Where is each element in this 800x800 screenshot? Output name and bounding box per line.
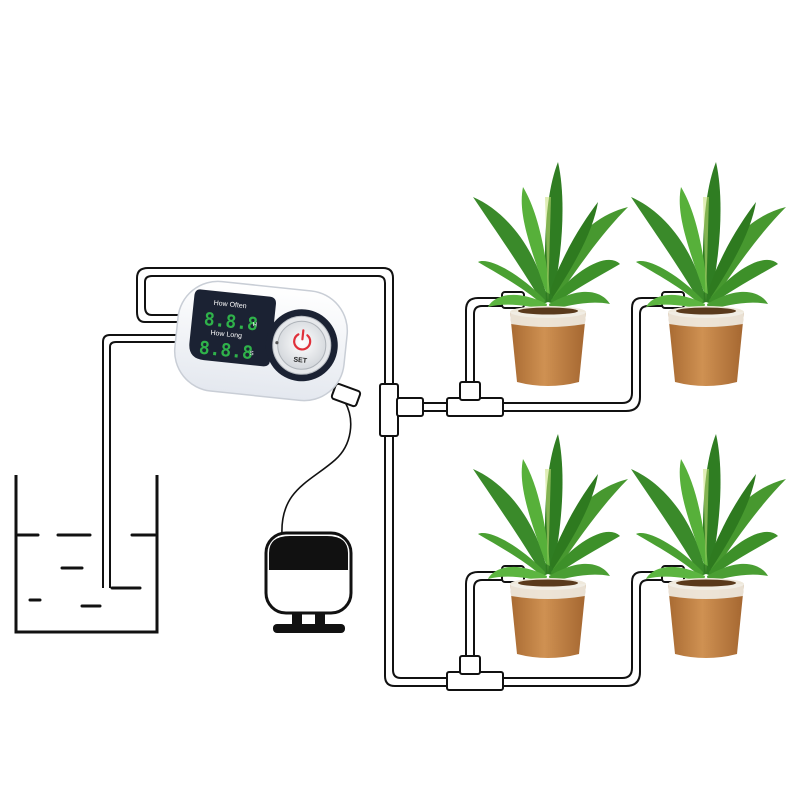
plant-bottom-left xyxy=(473,434,628,658)
power-cable xyxy=(281,382,362,536)
water-lines xyxy=(16,533,157,608)
tubing xyxy=(102,267,663,687)
how-long-unit: S xyxy=(249,351,254,357)
power-adapter xyxy=(264,531,353,633)
how-long-label: How Long xyxy=(210,330,242,340)
plant-top-left xyxy=(473,162,628,386)
set-button[interactable]: SET xyxy=(275,319,328,372)
plant-bottom-right xyxy=(631,434,786,658)
set-label: SET xyxy=(293,357,308,365)
plant-top-right xyxy=(631,162,786,386)
water-container xyxy=(14,475,159,634)
how-often-unit: H xyxy=(252,322,257,328)
power-icon xyxy=(293,329,312,351)
how-often-label: How Often xyxy=(213,300,247,310)
tee-connectors xyxy=(379,381,504,691)
timer-controller: How Often 8.8.8 H How Long 8.8.8 S SET xyxy=(173,280,349,402)
